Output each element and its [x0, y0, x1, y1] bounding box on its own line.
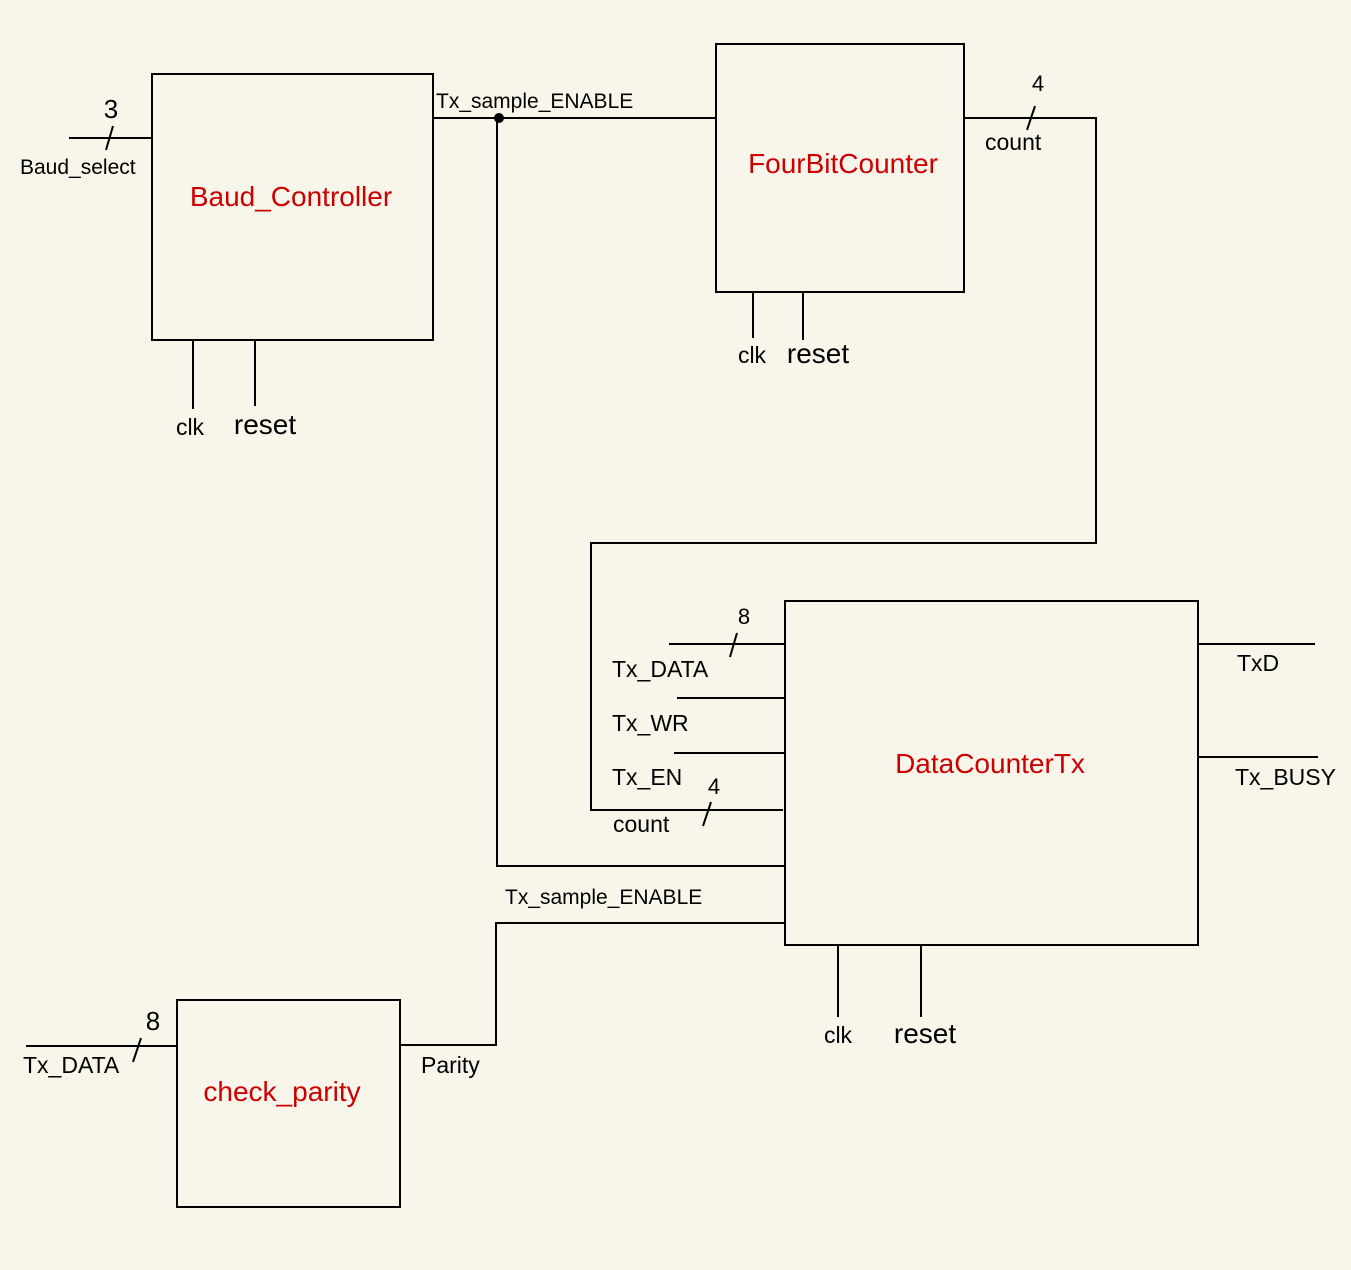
dc-count-label: count [613, 811, 670, 837]
check-parity-block[interactable] [176, 999, 401, 1208]
tx-busy-label: Tx_BUSY [1235, 764, 1336, 790]
baud-reset-label: reset [234, 409, 296, 440]
dc-tx-en-label: Tx_EN [612, 764, 682, 790]
dc-tx-wr-label: Tx_WR [612, 710, 689, 736]
baud-controller-name: Baud_Controller [190, 181, 392, 212]
counter-count-wire [590, 117, 1097, 811]
counter-count-label: count [985, 129, 1042, 155]
dc-tx-data-width: 8 [738, 604, 750, 629]
data-counter-tx-name: DataCounterTx [895, 748, 1085, 779]
four-bit-counter-block[interactable] [715, 43, 965, 293]
parity-label: Parity [421, 1052, 480, 1078]
baud-controller-block[interactable] [151, 73, 434, 341]
baud-select-label: Baud_select [20, 156, 136, 179]
dc-tx-data-bus-slash [729, 632, 738, 658]
cp-tx-data-bus-slash [132, 1037, 142, 1063]
baud-select-bus-slash [105, 125, 114, 151]
baud-select-width: 3 [104, 94, 118, 124]
tx-sample-enable-wire-down [496, 118, 785, 867]
cp-tx-data-label: Tx_DATA [23, 1052, 120, 1078]
counter-count-bus-slash [1026, 105, 1036, 131]
parity-wire [400, 922, 785, 1046]
dc-count-bus-slash [702, 801, 712, 827]
data-counter-tx-block[interactable] [784, 600, 1199, 946]
counter-reset-label: reset [787, 338, 849, 369]
dc-reset-label: reset [894, 1018, 956, 1049]
counter-count-width: 4 [1032, 71, 1044, 96]
tx-sample-enable-top-label: Tx_sample_ENABLE [436, 90, 633, 113]
counter-clk-label: clk [738, 342, 767, 368]
baud-clk-label: clk [176, 414, 205, 440]
check-parity-name: check_parity [203, 1076, 360, 1107]
dc-count-width: 4 [708, 774, 720, 799]
tx-sample-enable-junction [494, 113, 504, 123]
tx-sample-enable-bottom-label: Tx_sample_ENABLE [505, 886, 702, 909]
txd-label: TxD [1237, 650, 1279, 676]
dc-clk-label: clk [824, 1022, 853, 1048]
dc-tx-data-label: Tx_DATA [612, 656, 709, 682]
cp-tx-data-width: 8 [146, 1006, 160, 1036]
four-bit-counter-name: FourBitCounter [748, 148, 938, 179]
